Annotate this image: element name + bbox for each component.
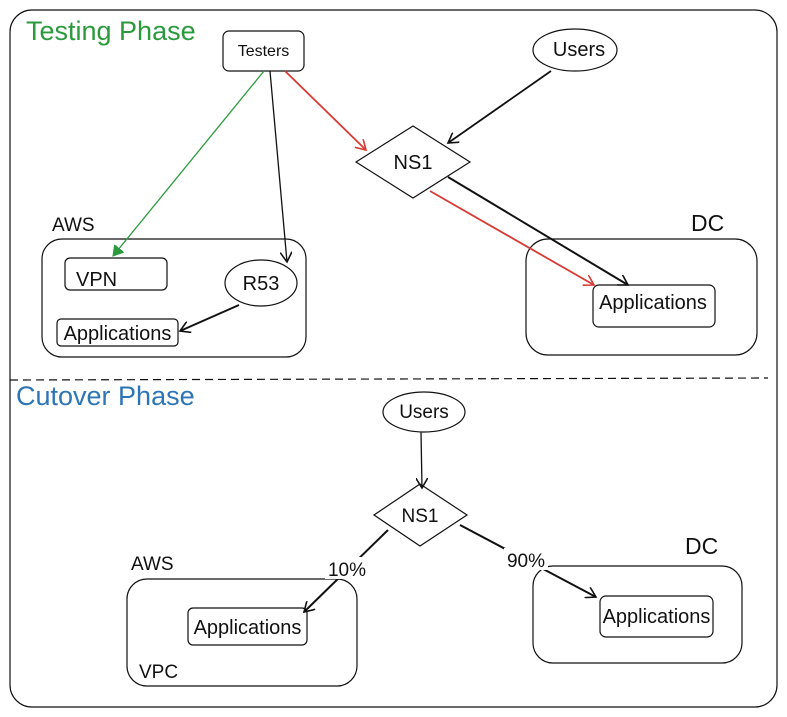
dc-apps-node-testing — [592, 284, 716, 328]
ns1-label-testing: NS1 — [394, 152, 433, 174]
arrow-testers-to-ns1 — [284, 70, 366, 150]
users-label-cutover: Users — [399, 402, 449, 423]
aws-apps-label-cutover: Applications — [194, 617, 302, 639]
dc-label-testing: DC — [691, 210, 724, 236]
arrow-r53-to-aws-apps — [180, 304, 240, 331]
arrow-testers-to-r53 — [269, 70, 287, 262]
dc-apps-node-cutover — [599, 595, 714, 638]
outer-frame — [9, 9, 778, 708]
dc-group-testing — [525, 238, 758, 356]
aws-apps-label-testing: Applications — [64, 323, 172, 345]
ns1-node-testing — [354, 125, 472, 199]
aws-apps-node-testing — [56, 318, 179, 347]
aws-label-testing: AWS — [52, 215, 95, 236]
ns1-label-cutover: NS1 — [402, 506, 439, 527]
users-label-testing: Users — [553, 39, 605, 61]
arrow-ns1-to-dc-apps-red — [429, 190, 594, 285]
ns1-node-cutover — [372, 483, 469, 547]
pct-dc-bg — [504, 548, 548, 570]
arrow-users-to-ns1 — [448, 70, 552, 143]
aws-label-cutover: AWS — [131, 554, 174, 575]
r53-label: R53 — [243, 273, 280, 295]
vpn-node — [64, 257, 168, 291]
dc-group-cutover — [532, 565, 743, 664]
dc-apps-label-cutover: Applications — [603, 606, 711, 628]
r53-node — [224, 259, 298, 307]
arrow-users-to-ns1-cutover — [421, 431, 422, 488]
pct-aws-bg — [325, 557, 369, 579]
pct-dc-label: 90% — [507, 551, 545, 572]
aws-group-cutover — [126, 578, 358, 687]
dc-apps-label-testing: Applications — [599, 292, 707, 314]
dc-label-cutover: DC — [685, 533, 718, 559]
users-node-cutover — [382, 391, 466, 433]
aws-apps-node-cutover — [187, 607, 308, 646]
users-node-testing — [532, 28, 618, 72]
testing-phase-title: Testing Phase — [26, 16, 196, 46]
vpc-label: VPC — [139, 662, 178, 683]
testers-label: Testers — [238, 43, 290, 60]
cutover-phase-title: Cutover Phase — [16, 381, 195, 411]
phase-divider — [9, 377, 769, 381]
vpn-label: VPN — [76, 269, 117, 291]
pct-aws-label: 10% — [328, 560, 366, 581]
arrow-testers-to-vpn — [113, 70, 265, 256]
arrow-ns1-to-dc-apps-black — [447, 176, 628, 286]
aws-group-testing — [41, 238, 307, 358]
